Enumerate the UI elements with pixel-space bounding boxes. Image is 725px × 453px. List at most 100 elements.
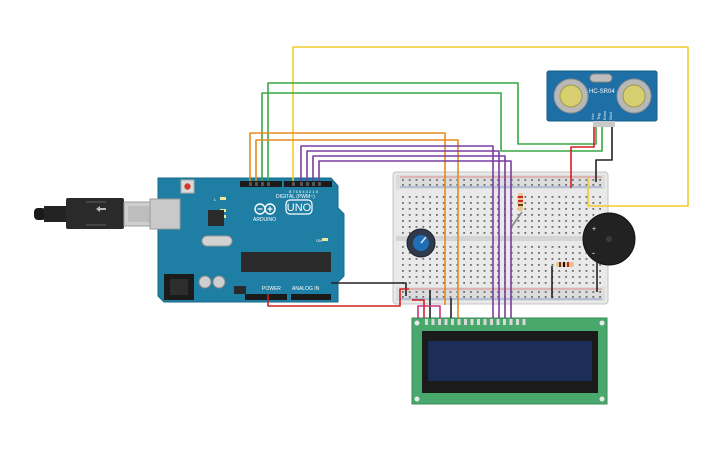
ultrasonic-sensor-hc-sr04[interactable]: HC-SR04 Vcc Trig Echo Gnd	[546, 70, 658, 127]
breadboard-hole	[599, 184, 601, 186]
lcd-16x2-display[interactable]	[411, 317, 608, 405]
wire-orange-2[interactable]	[255, 139, 459, 318]
breadboard-hole	[470, 276, 472, 278]
breadboard-hole	[463, 252, 465, 254]
breadboard-hole	[415, 258, 418, 260]
breadboard-hole	[483, 270, 486, 272]
wire-gray-jumper[interactable]	[511, 211, 523, 227]
wire-green-2[interactable]	[267, 82, 597, 181]
breadboard-hole	[497, 184, 499, 186]
resistor-2[interactable]	[556, 262, 574, 267]
piezo-buzzer[interactable]: + -	[582, 212, 636, 266]
breadboard-hole	[463, 270, 465, 272]
wire-orange-1[interactable]	[249, 132, 446, 305]
lcd-pin	[425, 319, 428, 325]
breadboard-hole	[490, 196, 493, 198]
breadboard-hole	[517, 220, 520, 222]
breadboard-hole	[449, 246, 452, 248]
breadboard-hole	[558, 214, 561, 216]
wire-red-sensor-vcc[interactable]	[570, 127, 595, 188]
breadboard-hole	[524, 184, 527, 186]
breadboard-hole	[402, 184, 404, 186]
lcd-pin	[431, 319, 435, 325]
lcd-pin	[522, 319, 526, 325]
usb-cable[interactable]	[34, 198, 157, 229]
wire-yellow[interactable]	[292, 46, 689, 207]
breadboard-hole	[585, 214, 588, 216]
breadboard-hole	[599, 196, 601, 198]
wire-red-arduino-5v[interactable]	[267, 288, 409, 307]
sensor-pin-header	[593, 121, 615, 127]
wire-purple-4[interactable]	[318, 160, 512, 318]
breadboard-hole	[578, 226, 581, 228]
breadboard-hole	[565, 179, 567, 181]
potentiometer[interactable]	[406, 228, 436, 258]
regulator	[234, 286, 246, 294]
wire-black-sensor-gnd[interactable]	[595, 127, 613, 182]
breadboard-hole	[592, 202, 595, 204]
breadboard-hole	[483, 220, 486, 222]
breadboard-hole	[476, 252, 479, 254]
breadboard-hole	[565, 184, 567, 186]
wire-green-1[interactable]	[261, 92, 603, 181]
breadboard-hole	[476, 214, 479, 216]
breadboard-hole	[402, 258, 404, 260]
breadboard-hole	[538, 208, 540, 210]
breadboard-hole	[517, 179, 520, 181]
breadboard-hole	[408, 214, 411, 216]
breadboard-hole	[449, 258, 452, 260]
wire-red-lcd[interactable]	[412, 299, 425, 318]
breadboard-hole	[544, 252, 547, 254]
reset-button-cap[interactable]	[184, 183, 191, 190]
breadboard-hole	[422, 179, 425, 181]
breadboard-hole	[599, 208, 601, 210]
breadboard-hole	[558, 252, 561, 254]
breadboard-hole	[558, 276, 561, 278]
breadboard-hole	[538, 282, 540, 284]
wire-purple-1[interactable]	[300, 145, 494, 318]
potentiometer-knob-indicator	[420, 236, 427, 244]
breadboard-hole	[476, 179, 479, 181]
breadboard-hole	[442, 246, 445, 248]
breadboard-hole	[551, 232, 554, 234]
breadboard-hole	[422, 276, 425, 278]
wire-purple-2[interactable]	[306, 150, 500, 318]
breadboard-hole	[490, 264, 493, 266]
wire-purple-3[interactable]	[312, 155, 506, 318]
breadboard-hole	[544, 220, 547, 222]
breadboard-hole	[408, 196, 411, 198]
breadboard-hole	[497, 264, 499, 266]
buzzer-minus-label: -	[592, 248, 595, 258]
breadboard-hole	[497, 214, 499, 216]
breadboard-hole	[442, 270, 445, 272]
breadboard-hole	[415, 276, 418, 278]
breadboard-hole	[463, 208, 465, 210]
breadboard-hole	[422, 196, 425, 198]
breadboard-hole	[470, 226, 472, 228]
pin-label-12: 12	[263, 171, 268, 176]
wire-group	[249, 46, 689, 318]
breadboard-hole	[483, 208, 486, 210]
breadboard-hole	[538, 276, 540, 278]
breadboard-hole	[422, 220, 425, 222]
breadboard-hole	[436, 220, 438, 222]
wire-pink-lcd[interactable]	[417, 305, 441, 318]
breadboard-hole	[429, 208, 431, 210]
resistor-1[interactable]	[518, 193, 523, 211]
breadboard-hole	[524, 276, 527, 278]
breadboard-hole	[558, 296, 561, 298]
breadboard-hole	[402, 179, 404, 181]
breadboard-hole	[585, 208, 588, 210]
breadboard-hole	[551, 196, 554, 198]
arduino-uno-board[interactable]: AREF GND 13 12 ~11 ~10 8 7 6 5 4 3 2 1 0…	[34, 165, 345, 303]
breadboard-hole	[599, 264, 601, 266]
pin-label-digital-low: 8 7 6 5 4 3 2 1 0	[289, 189, 319, 194]
wire-black-arduino-gnd[interactable]	[331, 282, 407, 296]
breadboard-hole	[592, 296, 595, 298]
breadboard-hole	[497, 196, 499, 198]
breadboard-hole	[578, 276, 581, 278]
breadboard-hole	[497, 232, 499, 234]
breadboard-hole	[422, 264, 425, 266]
breadboard-hole	[442, 232, 445, 234]
breadboard-hole	[558, 282, 561, 284]
